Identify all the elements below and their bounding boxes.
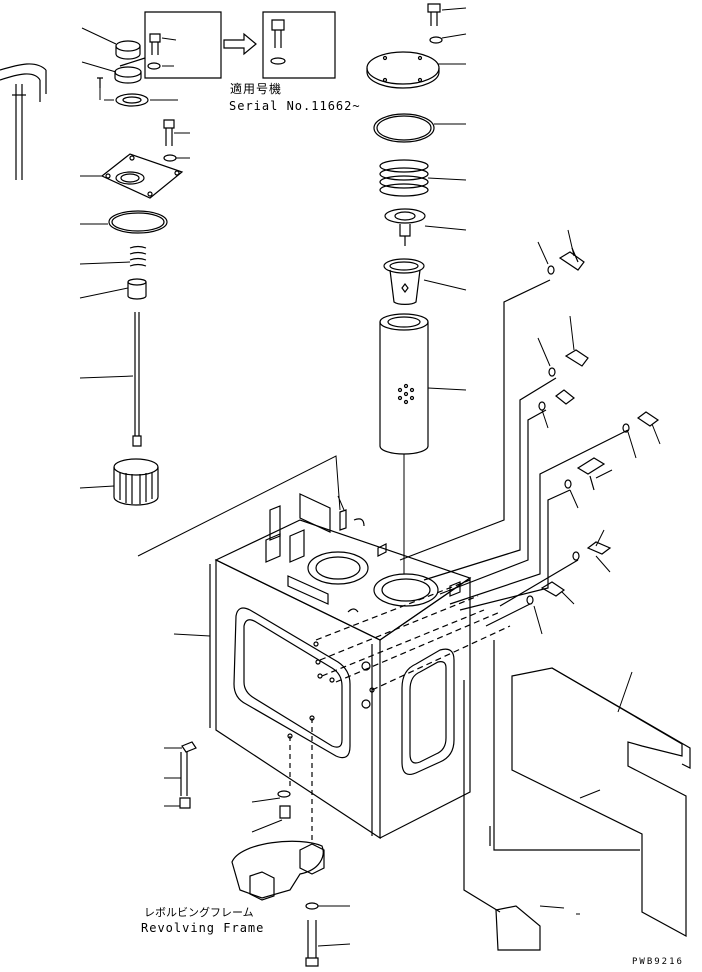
fittings-and-pipes: [400, 248, 690, 950]
serial-number-label: Serial No.11662~: [229, 99, 361, 113]
serial-label-japanese: 適用号機: [230, 82, 283, 96]
breather-cap-assembly: [0, 41, 182, 505]
revolving-frame-label-japanese: レボルビングフレーム: [144, 906, 254, 919]
leader-lines: [80, 8, 660, 946]
filter-assembly: [367, 4, 442, 574]
drain-parts: [180, 742, 324, 966]
revolving-frame-label: Revolving Frame: [141, 921, 265, 935]
inset-box-before: [120, 12, 221, 78]
inset-box-after: [263, 12, 335, 78]
arrow-icon: [224, 34, 256, 54]
drawing-code: PWB9216: [632, 957, 684, 967]
hydraulic-tank: [210, 494, 510, 840]
